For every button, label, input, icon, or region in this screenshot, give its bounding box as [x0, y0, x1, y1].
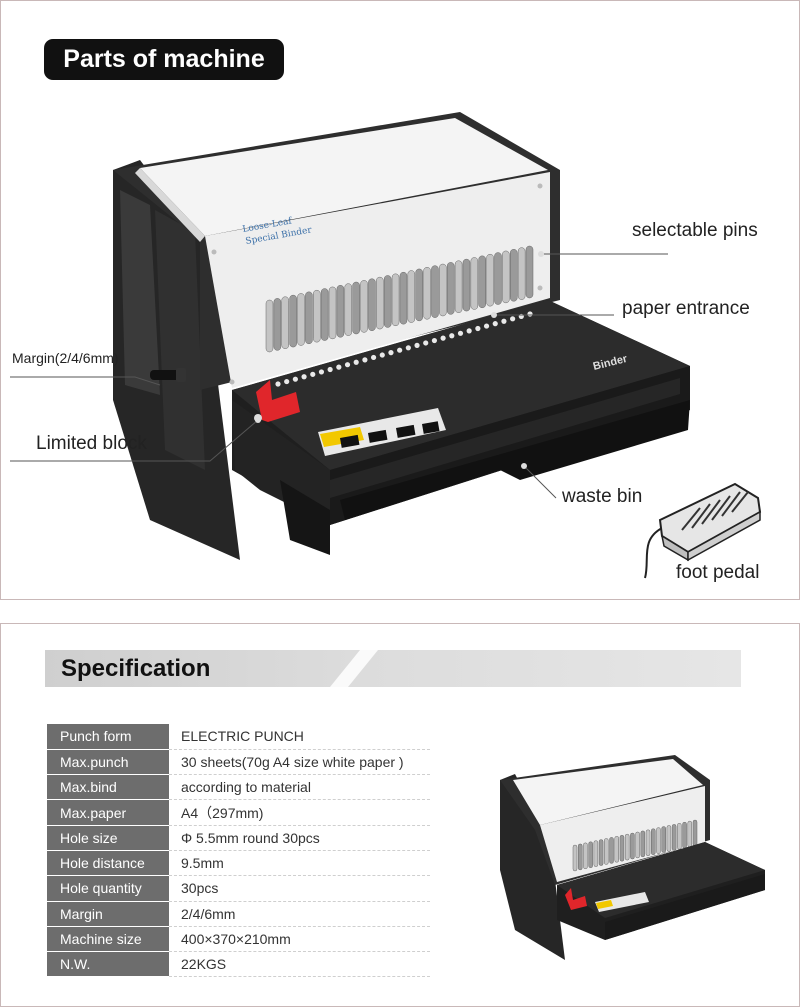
header-slash-decoration [330, 650, 378, 687]
foot-pedal-illustration [644, 482, 762, 579]
label-selectable-pins: selectable pins [632, 220, 758, 241]
label-foot-pedal: foot pedal [676, 562, 760, 583]
spec-row: N.W.22KGS [47, 951, 430, 978]
specification-title: Specification [61, 655, 211, 682]
spec-key: Hole size [47, 825, 169, 851]
binding-machine-illustration: Loose-Leaf Special Binder Binder [10, 112, 762, 579]
spec-key: Hole distance [47, 850, 169, 877]
spec-value: ELECTRIC PUNCH [169, 724, 430, 750]
selectable-pins-row [265, 245, 534, 353]
specification-header-bar [45, 650, 741, 687]
spec-value: A4（297mm) [169, 799, 430, 826]
spec-value: 2/4/6mm [169, 901, 430, 927]
spec-key: Max.bind [47, 774, 169, 801]
spec-key: Machine size [47, 926, 169, 953]
label-limited-block: Limited block [36, 433, 147, 454]
margin-knob [150, 370, 182, 380]
paper-entrance-holes [275, 311, 533, 387]
limited-block-knob [256, 380, 300, 422]
parts-title: Parts of machine [44, 39, 284, 80]
spec-value: 400×370×210mm [169, 926, 430, 953]
spec-value: 9.5mm [169, 850, 430, 877]
spec-key: N.W. [47, 951, 169, 978]
spec-value: according to material [169, 774, 430, 801]
spec-key: Max.punch [47, 749, 169, 776]
spec-key: Punch form [47, 724, 169, 750]
label-margin: Margin(2/4/6mm) [12, 350, 119, 366]
spec-value: 22KGS [169, 951, 430, 978]
spec-value: 30pcs [169, 875, 430, 902]
spec-key: Margin [47, 901, 169, 927]
spec-key: Hole quantity [47, 875, 169, 902]
spec-value: 30 sheets(70g A4 size white paper ) [169, 749, 430, 776]
spec-key: Max.paper [47, 799, 169, 826]
label-waste-bin: waste bin [562, 486, 643, 507]
spec-value: Φ 5.5mm round 30pcs [169, 825, 430, 851]
machine-thumbnail [500, 755, 765, 960]
label-paper-entrance: paper entrance [622, 298, 750, 319]
